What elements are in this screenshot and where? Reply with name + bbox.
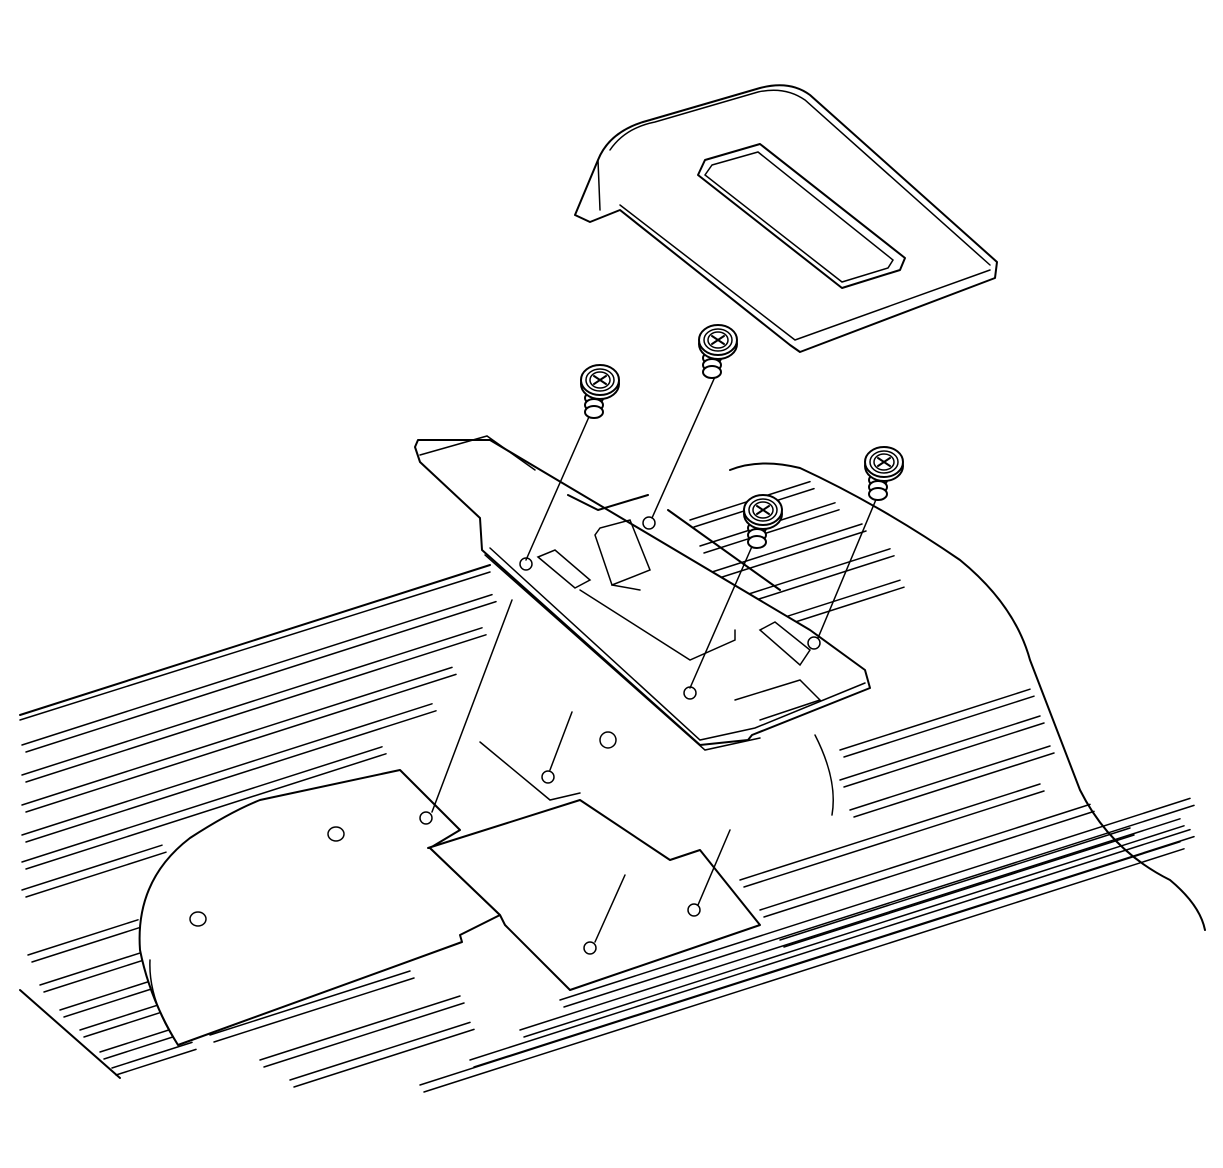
- floor-rib: [21, 844, 167, 898]
- floor-rib: [21, 593, 497, 753]
- floor-rib: [27, 919, 143, 963]
- floor-rib: [21, 666, 457, 813]
- floor-rib: [289, 1021, 475, 1088]
- floor-rib: [99, 1027, 180, 1060]
- mount-hole: [687, 903, 701, 917]
- floor-rib: [59, 977, 165, 1018]
- screw-icon: [580, 364, 620, 419]
- floor-bottom-edge: [19, 989, 121, 1079]
- floor-rib: [779, 827, 1135, 948]
- mount-hole: [541, 770, 555, 784]
- floor-rib: [849, 745, 1055, 818]
- floor-rib: [21, 627, 487, 783]
- leader-lines: [431, 369, 881, 943]
- floor-rib: [739, 783, 1045, 888]
- screw-icon: [864, 446, 904, 501]
- floor-plate: [427, 799, 761, 991]
- floor-rib: [111, 1041, 197, 1076]
- floor-rib: [21, 703, 437, 843]
- floor-panel: [19, 462, 1206, 1093]
- screw-icon: [743, 494, 783, 549]
- floor-rib: [209, 970, 415, 1043]
- bracket-hole: [519, 557, 533, 571]
- floor-rib: [259, 995, 465, 1068]
- floor-rib: [729, 548, 895, 608]
- floor-ribs-right: [419, 480, 1195, 1093]
- bracket-hole: [642, 516, 656, 530]
- floor-rib: [419, 841, 1185, 1093]
- mounting-bracket: [414, 435, 871, 751]
- platform-hole: [189, 911, 207, 927]
- floor-rib: [839, 688, 1035, 758]
- cover: [574, 84, 998, 353]
- floor-rib: [839, 715, 1045, 788]
- floor-rib: [39, 949, 155, 993]
- floor-rib: [711, 523, 867, 580]
- mount-hole: [583, 941, 597, 955]
- mount-hole: [419, 811, 433, 825]
- platform-hole: [327, 826, 345, 842]
- floor-rib: [559, 797, 1195, 1008]
- screw-icon: [698, 324, 738, 379]
- floor-outline: [729, 462, 1206, 931]
- floor-rib: [21, 746, 387, 870]
- floor-hole: [599, 731, 617, 749]
- floor-rib: [759, 803, 1095, 918]
- floor-rib: [79, 1000, 175, 1038]
- bracket-hole: [807, 636, 821, 650]
- screws: [580, 324, 904, 549]
- floor-rib: [519, 818, 1185, 1038]
- floor-platform: [138, 769, 501, 1046]
